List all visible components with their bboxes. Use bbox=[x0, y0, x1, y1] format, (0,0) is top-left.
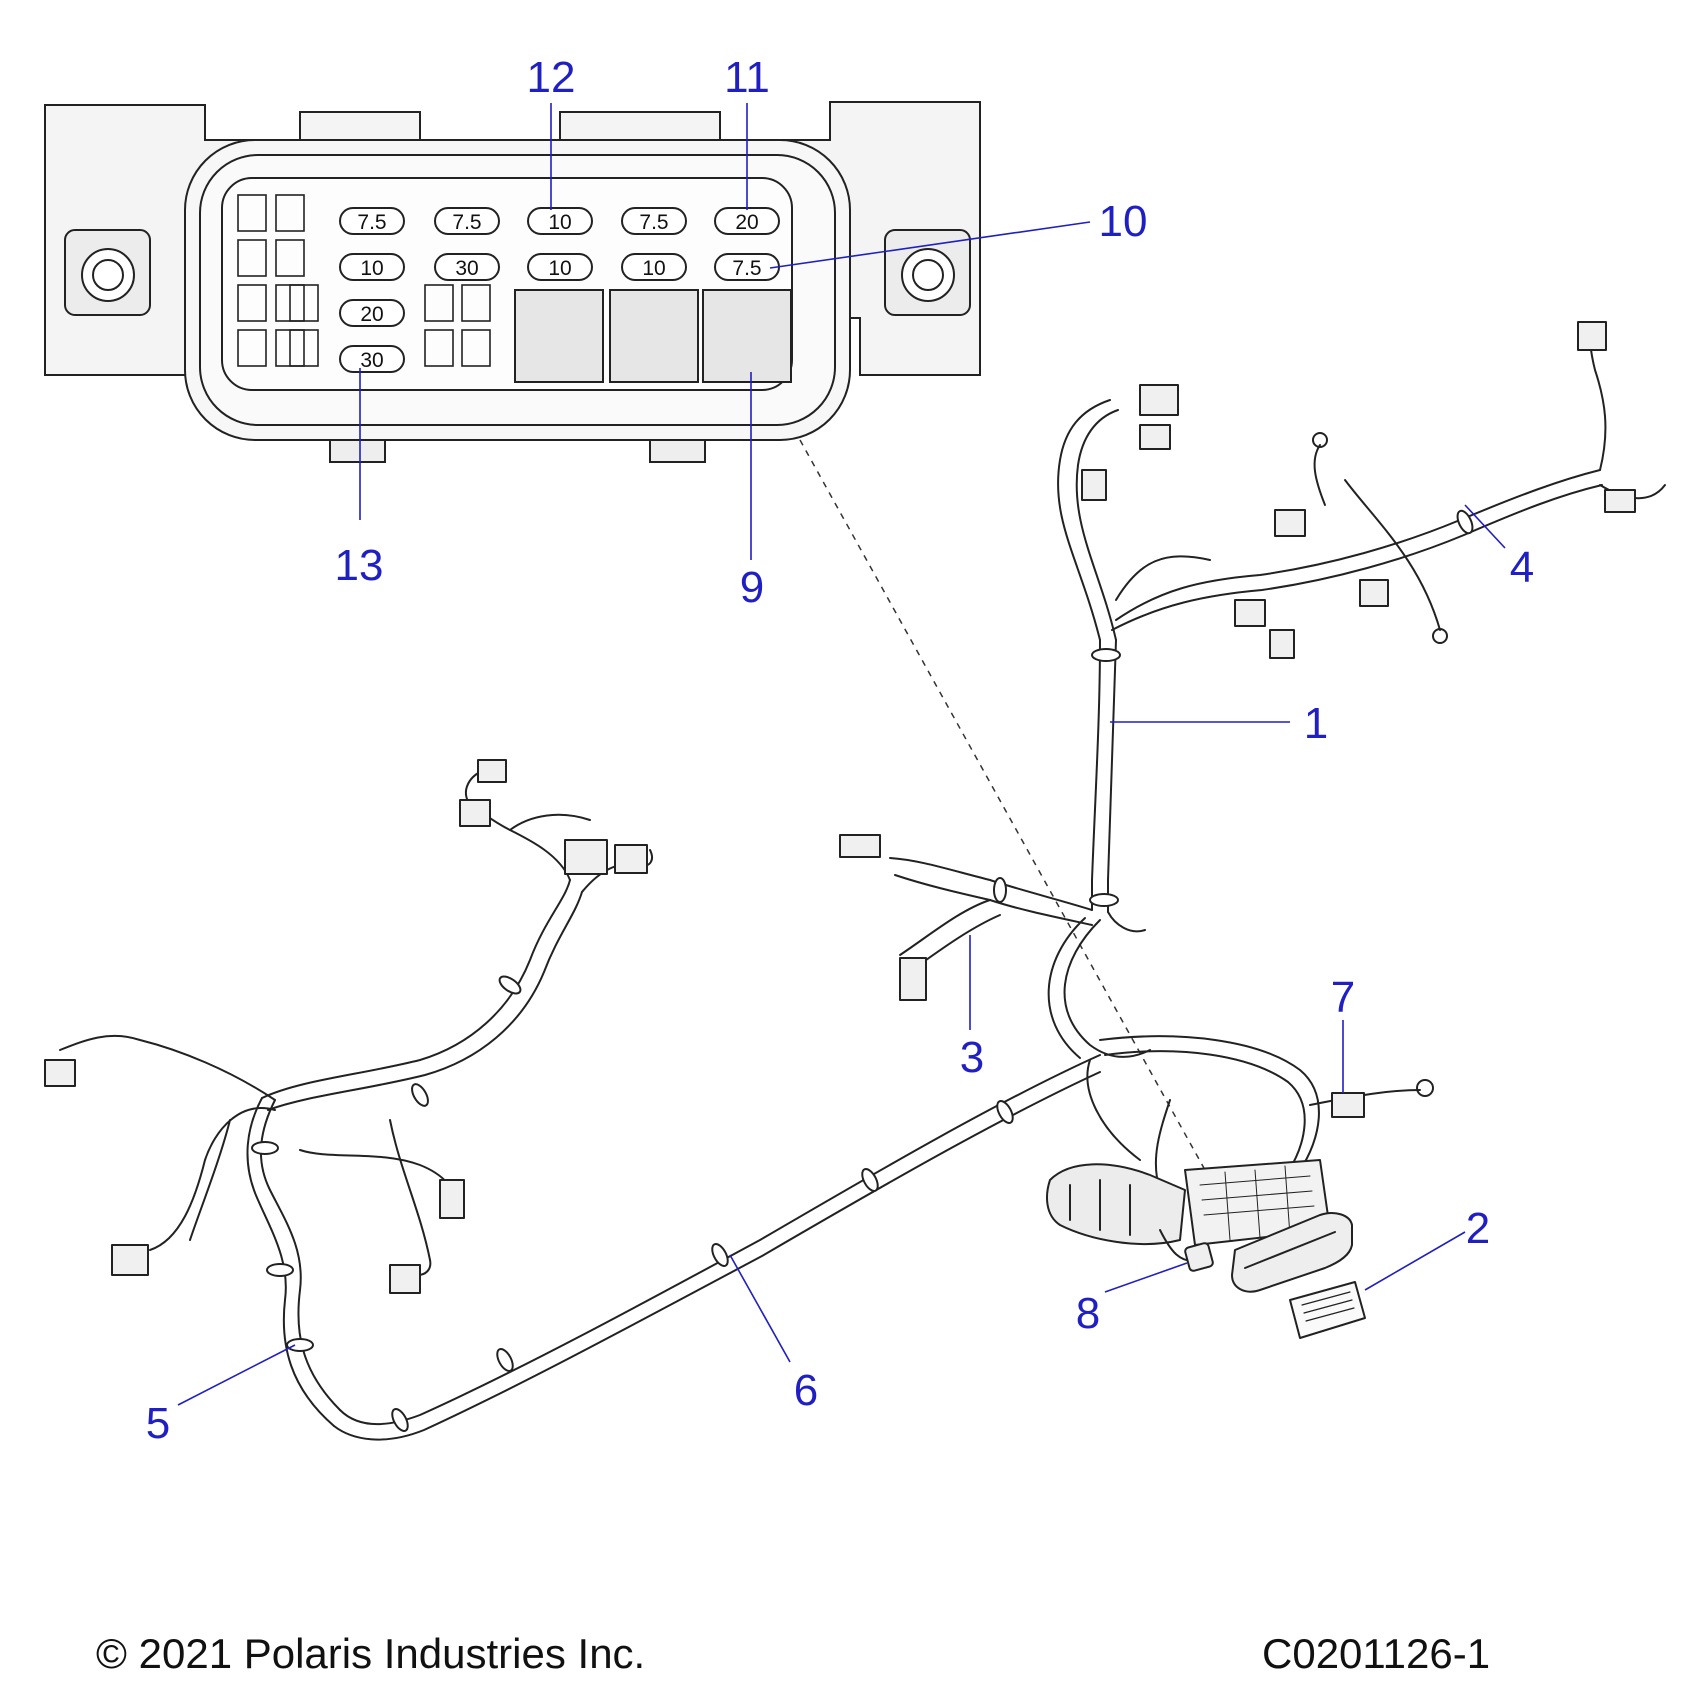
harness-upper-right-branch bbox=[1115, 469, 1601, 621]
fuse-rating-r2-c5: 7.5 bbox=[732, 257, 761, 280]
ring-terminal-2 bbox=[1312, 432, 1328, 448]
relay-2 bbox=[609, 289, 699, 383]
fuse-r1-c3 bbox=[527, 207, 593, 235]
callout-13: 13 bbox=[335, 541, 384, 590]
bottom-tab-right bbox=[649, 439, 706, 463]
fuse-rating-r2-c1: 10 bbox=[360, 257, 383, 280]
leader-10 bbox=[769, 221, 1091, 269]
callout-leaders bbox=[177, 103, 1506, 1406]
connector-mid-4 bbox=[1269, 629, 1295, 659]
connector-left-low-1 bbox=[111, 1244, 149, 1276]
callout-10: 10 bbox=[1099, 197, 1148, 246]
fuse-r1-c4 bbox=[621, 207, 687, 235]
fuse-rating-r2-c3: 10 bbox=[548, 257, 571, 280]
connector-left-low-2 bbox=[439, 1179, 465, 1219]
fuse-r1-c1 bbox=[339, 207, 405, 235]
connector-top-1 bbox=[1139, 384, 1179, 416]
fuse-puller bbox=[1184, 1242, 1214, 1272]
main-harness bbox=[44, 321, 1666, 1441]
harness-left-cross-branch bbox=[261, 879, 571, 1099]
fuse-r2-c3 bbox=[527, 253, 593, 281]
fuse-box-detail bbox=[44, 101, 981, 463]
fuse-rating-r1-c3: 10 bbox=[548, 211, 571, 234]
callout-1: 1 bbox=[1304, 699, 1328, 748]
connector-left-top-4 bbox=[614, 844, 648, 874]
connector-lower-left bbox=[899, 957, 927, 1001]
installed-fuse-grid bbox=[1199, 1165, 1315, 1241]
harness-fusebox-loop bbox=[1099, 1035, 1320, 1171]
callout-numbers: 1 2 3 4 5 6 7 8 9 10 11 12 13 bbox=[146, 53, 1534, 1448]
connector-left-mid bbox=[839, 834, 881, 858]
fuse-rating-r1-c1: 7.5 bbox=[357, 211, 386, 234]
fuse-r2-c2 bbox=[434, 253, 500, 281]
fuse-rating-r2-c4: 10 bbox=[642, 257, 665, 280]
relay-3 bbox=[702, 289, 792, 383]
fuse-rating-r3-c1: 20 bbox=[360, 303, 383, 326]
fuse-rating-r4-c1: 30 bbox=[360, 349, 383, 372]
fuse-rating-r1-c2: 7.5 bbox=[452, 211, 481, 234]
leader-5 bbox=[177, 1344, 296, 1406]
connector-left-far bbox=[44, 1059, 76, 1087]
callout-8: 8 bbox=[1076, 1289, 1100, 1338]
callout-6: 6 bbox=[794, 1366, 818, 1415]
leader-6 bbox=[729, 1254, 791, 1363]
pigtail-7-connector bbox=[1331, 1092, 1365, 1118]
harness-trunk-upper bbox=[1091, 639, 1101, 911]
drawing-number: C0201126-1 bbox=[1262, 1630, 1491, 1677]
connector-top-3 bbox=[1081, 469, 1107, 501]
connector-left-low-3 bbox=[389, 1264, 421, 1294]
callout-5: 5 bbox=[146, 1399, 170, 1448]
leader-4 bbox=[1464, 504, 1506, 549]
connector-mid-1 bbox=[1274, 509, 1306, 537]
connector-top-2 bbox=[1139, 424, 1171, 450]
fuse-r1-c2 bbox=[434, 207, 500, 235]
harness-clips bbox=[251, 509, 1474, 1432]
fuse-box-label-decal bbox=[1289, 1281, 1366, 1339]
fuse-r2-c4 bbox=[621, 253, 687, 281]
ring-terminal-1 bbox=[1432, 628, 1448, 644]
connector-right-2 bbox=[1604, 489, 1636, 513]
leader-2 bbox=[1364, 1231, 1466, 1291]
relay-1 bbox=[514, 289, 604, 383]
callout-12: 12 bbox=[527, 53, 576, 102]
fuse-rating-r2-c2: 30 bbox=[455, 257, 478, 280]
fuse-r2-c1 bbox=[339, 253, 405, 281]
callout-4: 4 bbox=[1510, 543, 1534, 592]
callout-9: 9 bbox=[740, 563, 764, 612]
connector-left-top-1 bbox=[459, 799, 491, 827]
harness-upper-left-branch bbox=[1057, 399, 1111, 641]
callout-11: 11 bbox=[724, 53, 770, 102]
fuse-rating-r1-c4: 7.5 bbox=[639, 211, 668, 234]
fuse-ratings: 7.5 7.5 10 7.5 20 10 30 10 10 7.5 20 30 bbox=[357, 211, 761, 372]
bottom-tab-left bbox=[329, 439, 386, 463]
connector-left-top-2 bbox=[477, 759, 507, 783]
connector-right-end bbox=[1577, 321, 1607, 351]
callout-7: 7 bbox=[1331, 973, 1355, 1022]
pigtail-7-ring bbox=[1416, 1079, 1434, 1097]
leader-8 bbox=[1104, 1262, 1188, 1293]
fuse-rating-r1-c5: 20 bbox=[735, 211, 758, 234]
copyright-notice: © 2021 Polaris Industries Inc. bbox=[96, 1630, 646, 1677]
decal-print bbox=[1301, 1291, 1355, 1322]
fuse-box-cover bbox=[1231, 1212, 1353, 1293]
connector-mid-2 bbox=[1359, 579, 1389, 607]
callout-3: 3 bbox=[960, 1033, 984, 1082]
mini-fuse-slots bbox=[237, 194, 491, 367]
fuse-r4-c1 bbox=[339, 345, 405, 373]
pigtail-7 bbox=[1309, 1089, 1421, 1106]
connector-mid-3 bbox=[1234, 599, 1266, 627]
connector-left-top-3 bbox=[564, 839, 608, 875]
connector-cluster bbox=[1046, 1163, 1186, 1245]
harness-long-lower-trunk bbox=[339, 1054, 1101, 1426]
harness-mid-left-branch bbox=[889, 857, 1093, 911]
fuse-r3-c1 bbox=[339, 299, 405, 327]
callout-2: 2 bbox=[1466, 1204, 1490, 1253]
detail-projection-line bbox=[799, 439, 1206, 1171]
